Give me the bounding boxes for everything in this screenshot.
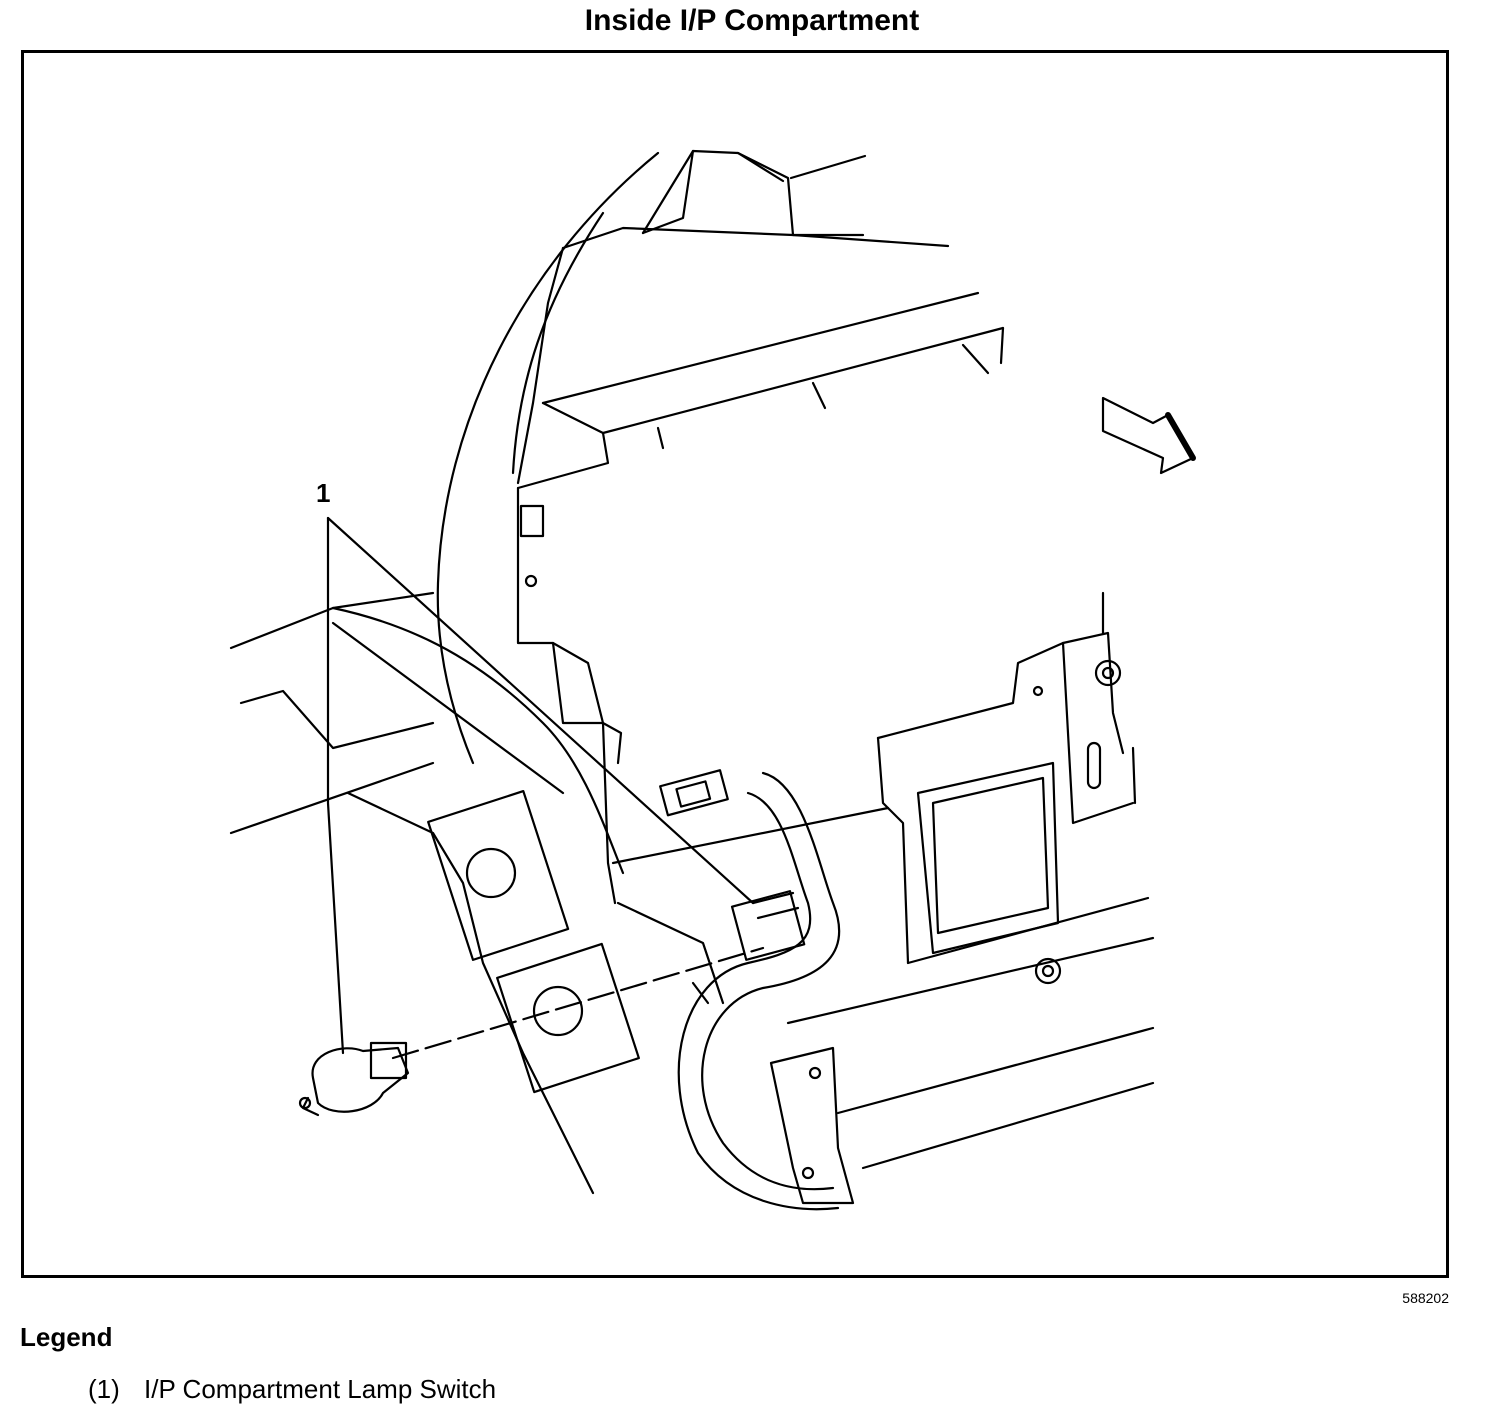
switch-mount-hole-upper [427,789,570,961]
pillar-inner-curve [511,211,605,475]
pillar-outer-curve [436,151,660,765]
wire-harness [701,771,841,1191]
connector-icon [659,769,806,961]
legend-item-label: I/P Compartment Lamp Switch [144,1374,497,1404]
harness-bracket [769,1046,855,1205]
switch-mount-hole-lower [496,942,640,1094]
callout-leader-lower [331,621,565,795]
callout-number: 1 [316,478,331,508]
legend-heading: Legend [20,1322,113,1352]
line-drawing [229,149,1196,1211]
legend-item-number: (1) [88,1374,120,1404]
lamp-switch-icon [298,1041,410,1117]
diagram-title: Inside I/P Compartment [584,4,920,37]
crossbar [541,291,980,405]
callout-leader-right [326,516,755,905]
legend-item: (1) I/P Compartment Lamp Switch [88,1374,496,1405]
callout-leader-left [326,516,345,1055]
diagram-frame [21,50,1449,1278]
vertical-strap [516,486,623,765]
front-direction-arrow-icon [1101,396,1196,475]
install-path-line [391,946,765,1060]
left-panel [229,591,435,650]
figure-id: 588202 [1402,1290,1449,1306]
right-housing [876,631,1125,755]
